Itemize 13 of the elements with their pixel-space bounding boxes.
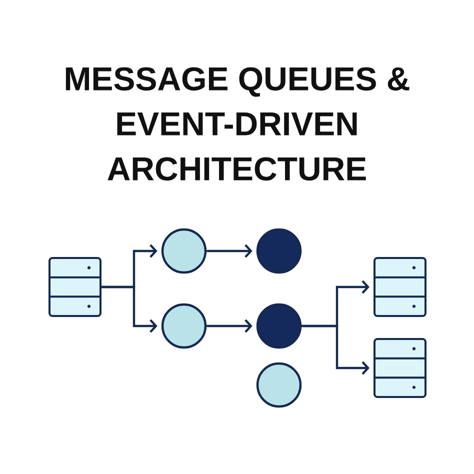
circle [256,303,302,349]
arrow [102,286,158,333]
title: MESSAGE QUEUES & EVENT-DRIVEN ARCHITECTURE [66,67,410,181]
circle [256,228,302,274]
circle [256,362,302,408]
arrow [206,319,252,333]
server-stack [48,257,102,317]
circle [161,303,207,349]
arrow [302,324,370,375]
arrow [206,244,252,258]
server-stack [374,257,426,317]
circle [161,228,207,274]
server-stack [374,338,426,398]
